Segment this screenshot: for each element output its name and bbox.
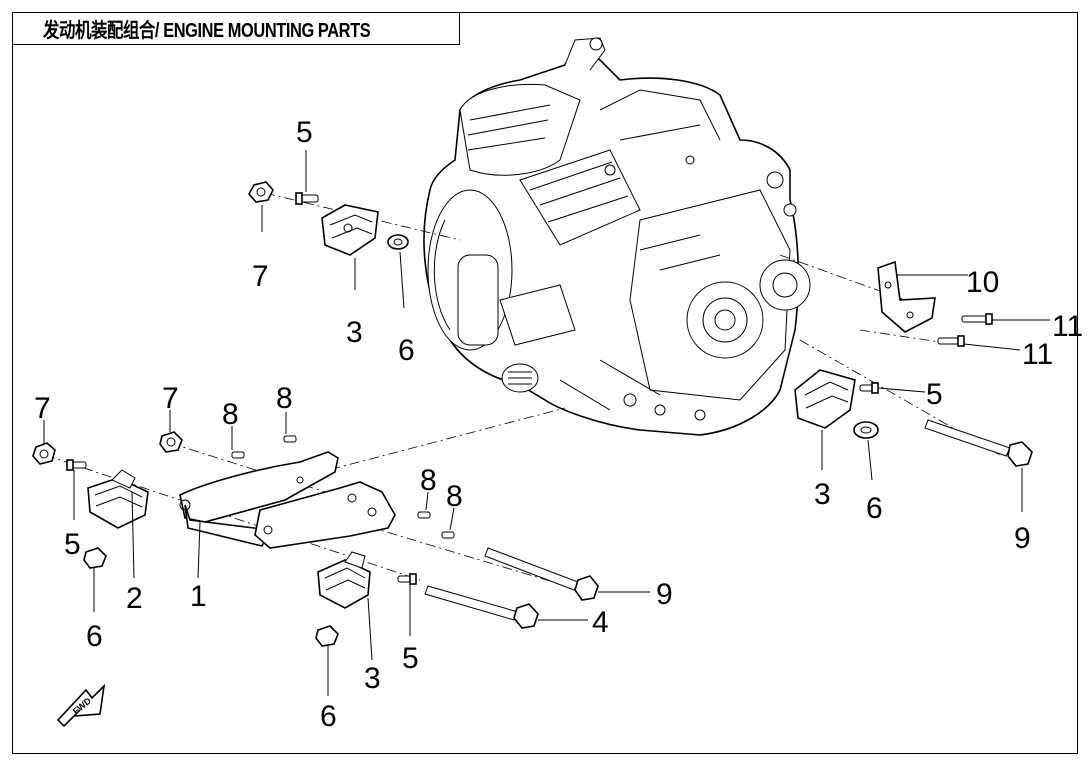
- callout-7-mid: 7: [162, 382, 179, 415]
- long-bolt-9-mid: [484, 547, 599, 601]
- callout-5-left: 5: [64, 528, 81, 561]
- callout-9-right: 9: [1014, 522, 1031, 555]
- callout-5-top: 5: [296, 116, 313, 149]
- callout-8-b: 8: [276, 382, 293, 415]
- bolt-5-right: [859, 382, 879, 394]
- callout-11-b: 11: [1022, 338, 1053, 371]
- lower-center-group: [315, 547, 599, 647]
- bolt-8-c: [417, 511, 431, 519]
- bolt-8-a: [231, 451, 245, 459]
- callout-11-a: 11: [1052, 310, 1083, 343]
- nut-7-top: [248, 181, 274, 203]
- callout-2: 2: [126, 582, 143, 615]
- nut-6-left: [83, 547, 107, 569]
- callout-6-top: 6: [398, 334, 415, 367]
- bolt-8-b: [283, 435, 297, 443]
- callout-5-bottom: 5: [402, 642, 419, 675]
- callout-3-top: 3: [346, 316, 363, 349]
- callout-6-bottom: 6: [320, 700, 337, 733]
- fwd-arrow: FWD: [56, 683, 106, 728]
- mount-2: [87, 469, 149, 529]
- frame-1: [179, 451, 396, 549]
- engine-assembly: [423, 37, 811, 436]
- nut-7-left: [32, 442, 56, 465]
- callout-labels: 5 7 3 6 10 11 11 5 3 6 9 7 7 8 8 8 8 5 2…: [34, 116, 1083, 733]
- page-title: 发动机装配组合/ ENGINE MOUNTING PARTS: [43, 20, 371, 42]
- bolt-11-b: [937, 335, 965, 347]
- callout-10: 10: [966, 266, 999, 299]
- callout-8-a: 8: [222, 398, 239, 431]
- callout-4: 4: [592, 606, 609, 639]
- washer-6-top: [387, 234, 409, 250]
- callout-7-left: 7: [34, 392, 51, 425]
- nut-7-mid: [159, 431, 183, 453]
- leader-lines: [43, 150, 1050, 696]
- bolt-5-bottom: [397, 573, 417, 585]
- callout-3-right: 3: [814, 478, 831, 511]
- callout-3-bottom: 3: [364, 662, 381, 695]
- title-box: 发动机装配组合/ ENGINE MOUNTING PARTS: [12, 12, 460, 45]
- callout-8-d: 8: [446, 480, 463, 513]
- upper-left-mount-group: [248, 181, 409, 256]
- bolt-11-a: [961, 313, 993, 325]
- drawing-frame: [12, 12, 1078, 754]
- bolt-5-left: [66, 459, 87, 471]
- mount-3-right: [794, 369, 856, 429]
- right-bracket-group: [794, 260, 1033, 467]
- bolt-5-top: [295, 192, 319, 205]
- callout-8-c: 8: [420, 464, 437, 497]
- callout-7-top: 7: [252, 260, 269, 293]
- callout-9-mid: 9: [656, 578, 673, 611]
- callout-1: 1: [190, 580, 207, 613]
- washer-6-right: [853, 421, 879, 439]
- long-bolt-4: [424, 585, 539, 629]
- callout-5-right: 5: [926, 378, 943, 411]
- mount-3-top: [321, 204, 379, 256]
- bracket-10: [877, 260, 936, 333]
- callout-6-left: 6: [86, 620, 103, 653]
- bolt-8-d: [441, 531, 455, 539]
- callout-6-right: 6: [866, 492, 883, 525]
- nut-6-bottom: [315, 625, 339, 647]
- long-bolt-9-right: [924, 419, 1033, 467]
- mount-3-bottom: [317, 551, 371, 609]
- lower-left-frame-group: [32, 431, 455, 569]
